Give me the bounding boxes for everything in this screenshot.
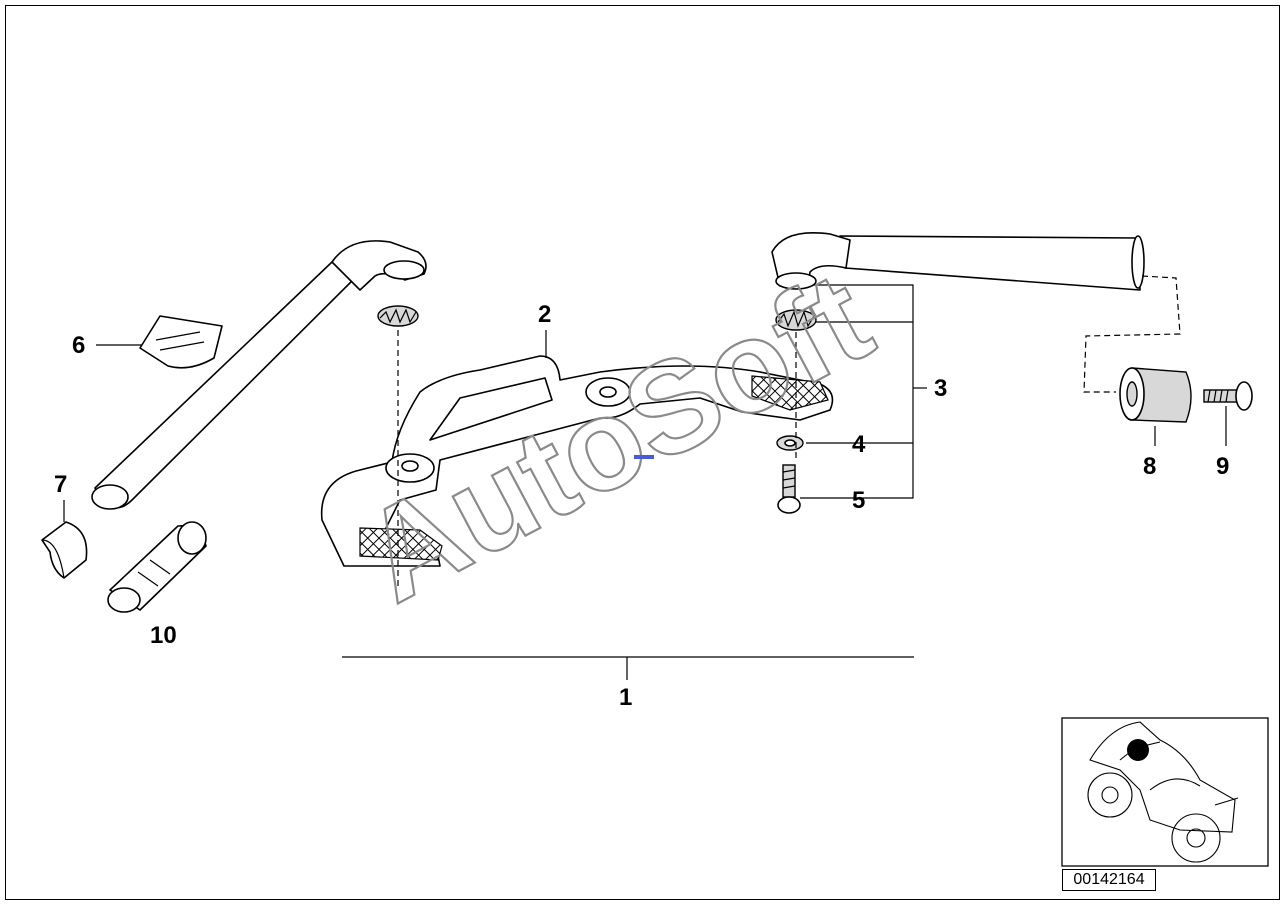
callout-9: 9 <box>1216 453 1229 480</box>
locator-highlight-dot <box>1127 739 1149 761</box>
serrated-washer-left <box>377 305 419 327</box>
sleeve <box>1119 367 1192 423</box>
adapter-tube <box>107 521 207 613</box>
watermark-mark <box>634 455 654 459</box>
clamp-sleeve <box>41 521 88 579</box>
washer <box>776 435 804 451</box>
callout-7: 7 <box>54 471 67 498</box>
screw <box>1203 381 1253 411</box>
callout-2: 2 <box>538 301 551 328</box>
callout-3: 3 <box>934 375 947 402</box>
motorcycle-locator-thumbnail <box>1061 717 1269 867</box>
callout-10: 10 <box>150 622 177 649</box>
label-plate <box>139 315 223 369</box>
bolt <box>777 464 801 514</box>
leader-lines <box>63 284 1227 680</box>
document-number: 00142164 <box>1062 869 1156 891</box>
right-handle-tube <box>771 232 1145 291</box>
callout-4: 4 <box>852 431 866 458</box>
assembly-path-sleeve <box>1083 275 1181 393</box>
callout-5: 5 <box>852 487 865 514</box>
callout-1: 1 <box>619 684 632 711</box>
drawing-frame <box>5 5 1280 900</box>
callout-8: 8 <box>1143 453 1156 480</box>
serrated-washer-right <box>775 309 817 331</box>
callout-6: 6 <box>72 332 85 359</box>
left-handle-tube <box>91 240 427 510</box>
